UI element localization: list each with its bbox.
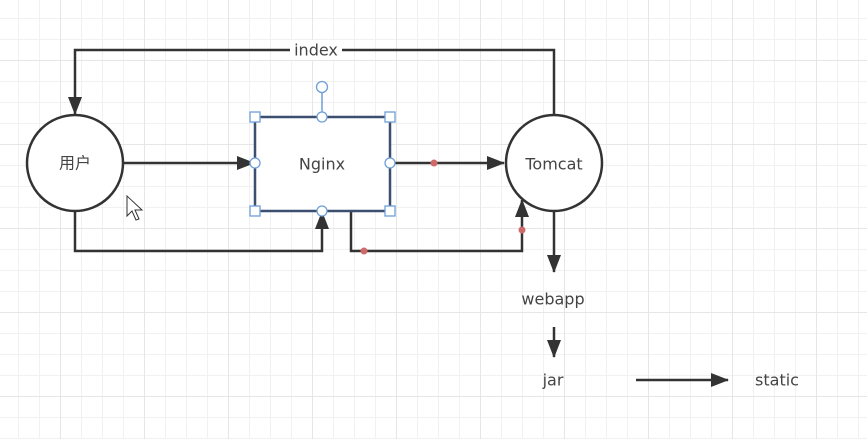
edge-user-to-nginx-below[interactable]	[73, 211, 329, 253]
node-webapp[interactable]: webapp	[521, 290, 584, 309]
edge-tomcat-to-user-index[interactable]: index	[68, 40, 556, 115]
resize-handle-se[interactable]	[384, 205, 396, 217]
user-circle[interactable]	[25, 113, 125, 213]
node-tomcat[interactable]: Tomcat	[504, 113, 604, 213]
connection-point-right[interactable]	[384, 157, 396, 169]
edge-waypoint[interactable]	[430, 159, 438, 167]
node-user-label: 用户	[59, 154, 91, 173]
edge-label-bg	[290, 40, 342, 60]
node-user[interactable]: 用户	[25, 113, 125, 213]
rotate-handle[interactable]	[315, 80, 329, 94]
node-nginx-label: Nginx	[299, 155, 345, 174]
connection-point-left[interactable]	[249, 157, 261, 169]
edge-label-index[interactable]: index	[294, 41, 338, 60]
mouse-cursor-icon	[126, 194, 144, 221]
resize-handle-sw[interactable]	[249, 205, 261, 217]
nginx-rect[interactable]	[253, 115, 392, 213]
edge-waypoint[interactable]	[360, 247, 368, 255]
tomcat-circle[interactable]	[504, 113, 604, 213]
node-static[interactable]: static	[755, 371, 799, 390]
edge-nginx-to-tomcat-below[interactable]	[349, 199, 529, 253]
edge-waypoint[interactable]	[518, 226, 526, 234]
resize-handle-nw[interactable]	[249, 111, 261, 123]
node-nginx[interactable]: Nginx	[249, 80, 396, 217]
connection-point-top[interactable]	[316, 111, 328, 123]
resize-handle-ne[interactable]	[384, 111, 396, 123]
node-tomcat-label: Tomcat	[524, 155, 582, 174]
node-jar[interactable]: jar	[542, 371, 564, 390]
connection-point-bottom[interactable]	[316, 205, 328, 217]
